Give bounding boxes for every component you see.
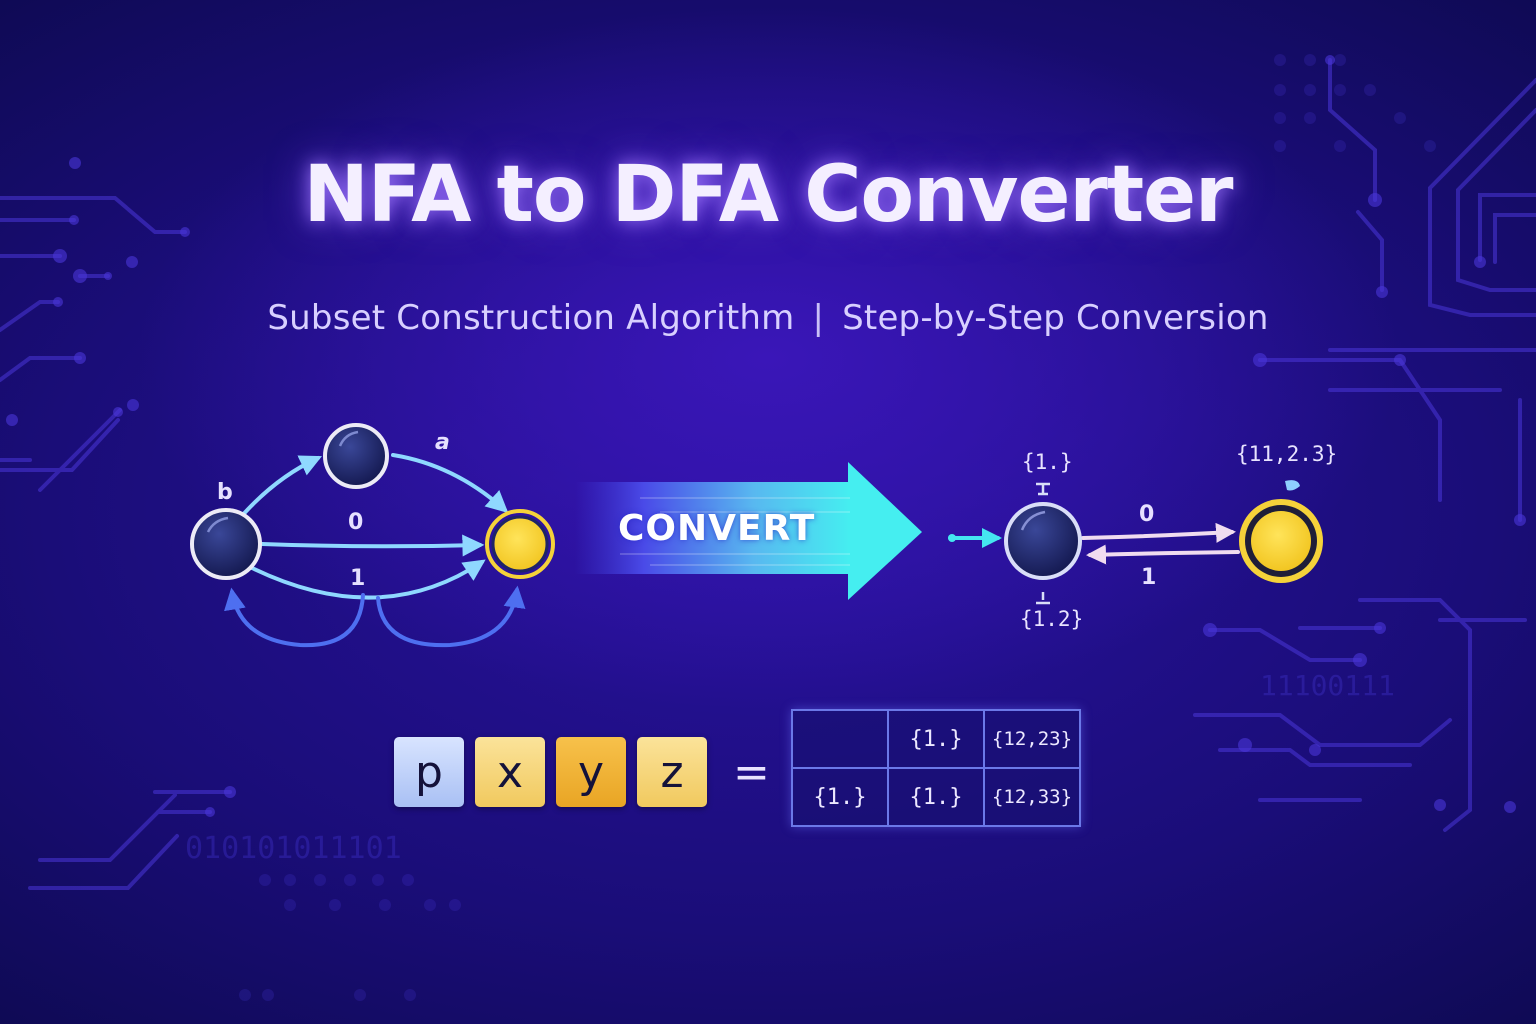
- table-cell: [791, 709, 889, 769]
- equals-sign: =: [733, 747, 770, 798]
- table-cell: {12,23}: [983, 709, 1081, 769]
- tile-z: z: [637, 737, 707, 807]
- dfa-edge-1: [1086, 544, 1240, 565]
- dfa-edges: [948, 522, 1240, 565]
- nfa-label-1: 1: [350, 566, 366, 591]
- nfa-label-b: b: [217, 480, 233, 505]
- nfa-edge-a: [391, 453, 509, 513]
- nfa-loop-left: [224, 587, 365, 648]
- dfa-state-accepting: [1239, 480, 1323, 583]
- convert-arrow: [575, 462, 922, 600]
- dfa-accept-label: {11,2.3}: [1236, 442, 1338, 466]
- dfa-label-0: 0: [1139, 502, 1155, 527]
- tile-x: x: [475, 737, 545, 807]
- dfa-start-bottom-label: {1.2}: [1020, 607, 1084, 631]
- nfa-label-0: 0: [348, 510, 364, 535]
- tile-p: p: [394, 737, 464, 807]
- svg-text:010101011101: 010101011101: [185, 831, 402, 866]
- table-cell: {1.}: [791, 767, 889, 827]
- page-title: NFA to DFA Converter: [303, 150, 1234, 240]
- dfa-start-top-label: {1.}: [1022, 450, 1073, 474]
- dfa-state-start: [1004, 482, 1082, 605]
- table-cell: {1.}: [887, 709, 985, 769]
- nfa-loop-right: [376, 585, 526, 648]
- nfa-state-start: [190, 508, 262, 580]
- convert-label: CONVERT: [618, 508, 816, 549]
- svg-text:11100111: 11100111: [1260, 669, 1395, 702]
- nfa-edge-0: [260, 534, 485, 557]
- nfa-state-final-accepting: [485, 509, 555, 579]
- subtitle-separator: |: [812, 298, 825, 338]
- dfa-edge-0: [1081, 522, 1236, 543]
- nfa-edge-1: [250, 559, 486, 600]
- subtitle: Subset Construction Algorithm | Step-by-St…: [0, 298, 1536, 338]
- transition-table: {1.} {12,23} {1.} {1.} {12,33}: [791, 709, 1081, 827]
- subtitle-algorithm: Subset Construction Algorithm: [267, 298, 795, 338]
- table-cell: {1.}: [887, 767, 985, 827]
- nfa-label-a: a: [435, 430, 450, 455]
- nfa-state-middle: [323, 423, 389, 489]
- symbol-tiles: p x y z: [394, 737, 707, 807]
- subtitle-steps: Step-by-Step Conversion: [842, 298, 1269, 338]
- nfa-edges: [224, 453, 526, 648]
- dfa-label-1: 1: [1141, 565, 1157, 590]
- table-row: {1.} {1.} {12,33}: [791, 767, 1081, 827]
- tile-y: y: [556, 737, 626, 807]
- table-row: {1.} {12,23}: [791, 709, 1081, 769]
- table-cell: {12,33}: [983, 767, 1081, 827]
- nfa-edge-b: [238, 455, 322, 520]
